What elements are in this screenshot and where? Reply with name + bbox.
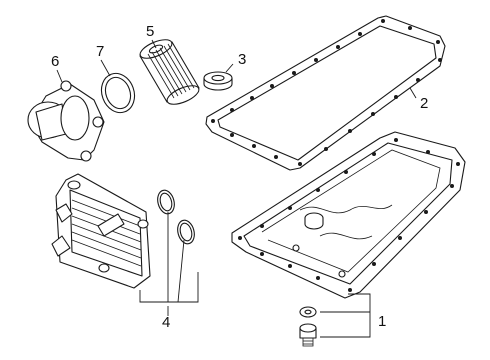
callout-2: 2: [420, 95, 428, 112]
callout-3: 3: [238, 51, 246, 68]
gasket-part-2: [205, 15, 446, 171]
oring-part-4b: [177, 219, 195, 245]
callout-4: 4: [162, 314, 170, 331]
cover-part-6: [27, 80, 105, 162]
plug-part-3: [203, 71, 233, 91]
callout-5: 5: [146, 23, 154, 40]
drain-plug-part-1: [299, 306, 317, 347]
oil-cooler: [51, 173, 151, 289]
filter-part-5: [139, 39, 200, 105]
oil-pan: [231, 131, 466, 299]
oring-part-7: [100, 72, 136, 114]
oring-part-4a: [157, 189, 175, 215]
leader-lines: [56, 39, 417, 338]
callout-7: 7: [96, 43, 104, 60]
callout-6: 6: [51, 53, 59, 70]
callout-1: 1: [378, 313, 386, 330]
